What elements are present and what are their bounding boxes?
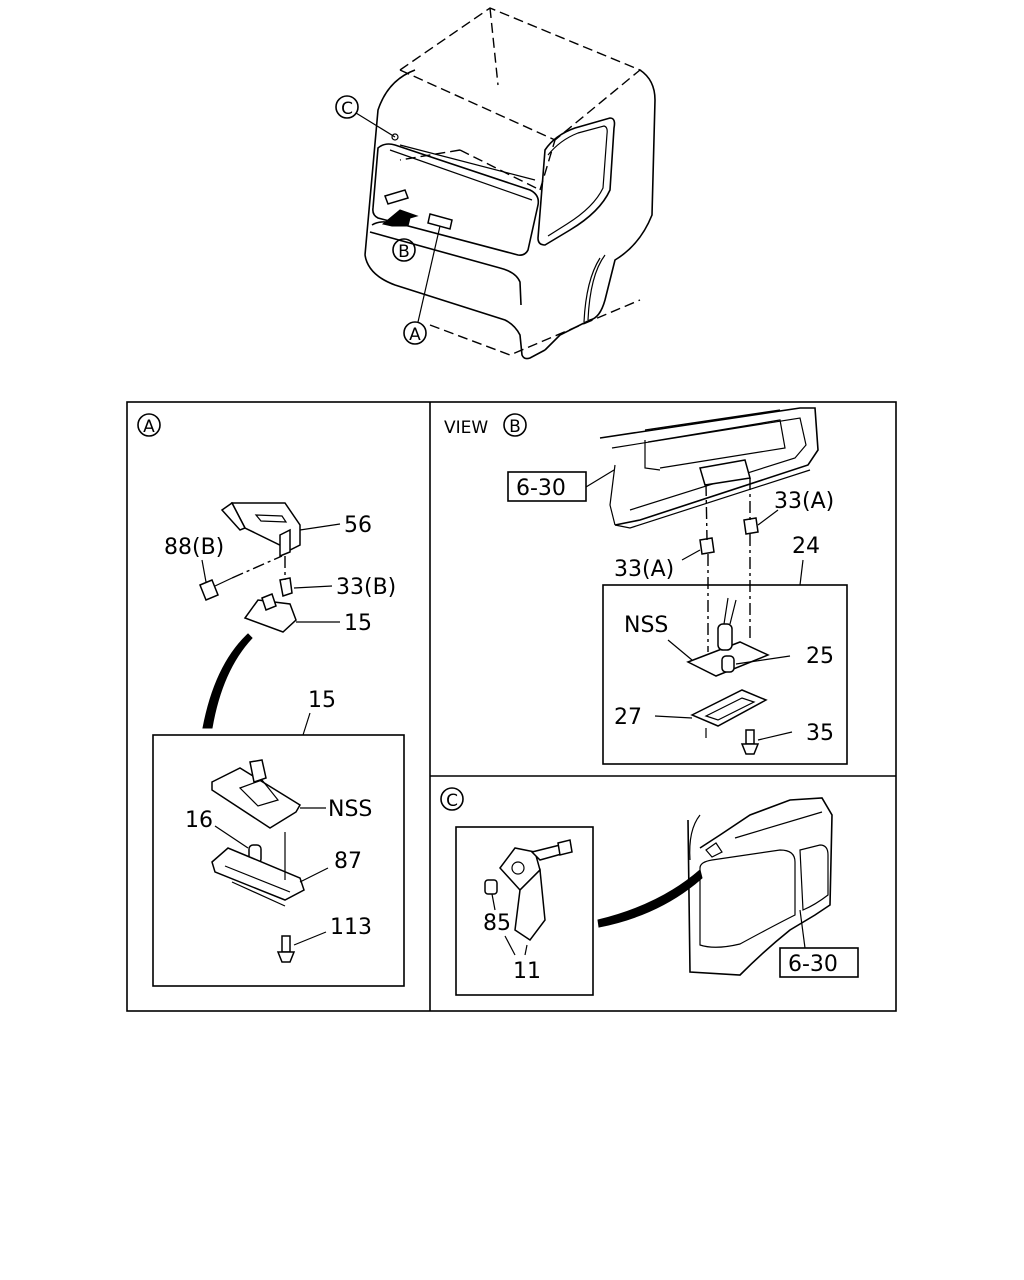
panel-a-marker: A — [143, 417, 155, 437]
cab-overview: C B A — [335, 7, 656, 360]
overview-callout-c: C — [341, 99, 353, 119]
ref-box-b: 6-30 — [516, 476, 566, 501]
label-nss-b: NSS — [624, 613, 668, 638]
label-33a-right: 33(A) — [774, 489, 834, 514]
label-nss-a: NSS — [328, 797, 372, 822]
label-33b: 33(B) — [336, 575, 396, 600]
label-85: 85 — [483, 911, 511, 936]
door-panel-view-c — [687, 797, 833, 976]
label-24: 24 — [792, 534, 820, 559]
panel-b: VIEW B 6-30 33(A) 33(A) 24 — [444, 407, 848, 765]
nut-33a-right — [743, 517, 759, 535]
overview-callout-a: A — [409, 325, 421, 345]
label-56: 56 — [344, 513, 372, 538]
label-25: 25 — [806, 644, 834, 669]
nut-33a-left — [699, 537, 715, 555]
label-113: 113 — [330, 915, 372, 940]
label-11: 11 — [513, 959, 541, 984]
bulb-85 — [484, 879, 498, 895]
panel-b-marker: B — [509, 417, 521, 437]
lens-27 — [690, 689, 768, 727]
label-27: 27 — [614, 705, 642, 730]
panels-frame — [126, 401, 897, 1012]
screw-113 — [276, 935, 296, 963]
label-33a-left: 33(A) — [614, 557, 674, 582]
socket-nss-a — [211, 759, 302, 829]
nut-33b — [279, 577, 293, 597]
label-15-box: 15 — [308, 688, 336, 713]
label-35: 35 — [806, 721, 834, 746]
label-88b: 88(B) — [164, 535, 224, 560]
overview-callout-b: B — [398, 242, 410, 262]
bracket-11 — [499, 839, 573, 942]
ref-box-c: 6-30 — [788, 952, 838, 977]
screw-35 — [740, 729, 760, 755]
panel-c-marker: C — [446, 791, 458, 811]
screw-88b — [199, 577, 233, 601]
label-87: 87 — [334, 849, 362, 874]
lamp-15 — [243, 593, 297, 633]
panel-a: A 56 88(B) 33(B) 15 — [137, 413, 405, 987]
cab-panel-view-b — [599, 407, 819, 529]
label-16: 16 — [185, 808, 213, 833]
bulb-25 — [721, 655, 735, 673]
bracket-56 — [220, 501, 301, 558]
label-15-top: 15 — [344, 611, 372, 636]
panel-c: C 85 11 6-30 — [440, 787, 859, 996]
panel-b-view-text: VIEW — [444, 418, 488, 438]
lens-87 — [211, 847, 305, 901]
